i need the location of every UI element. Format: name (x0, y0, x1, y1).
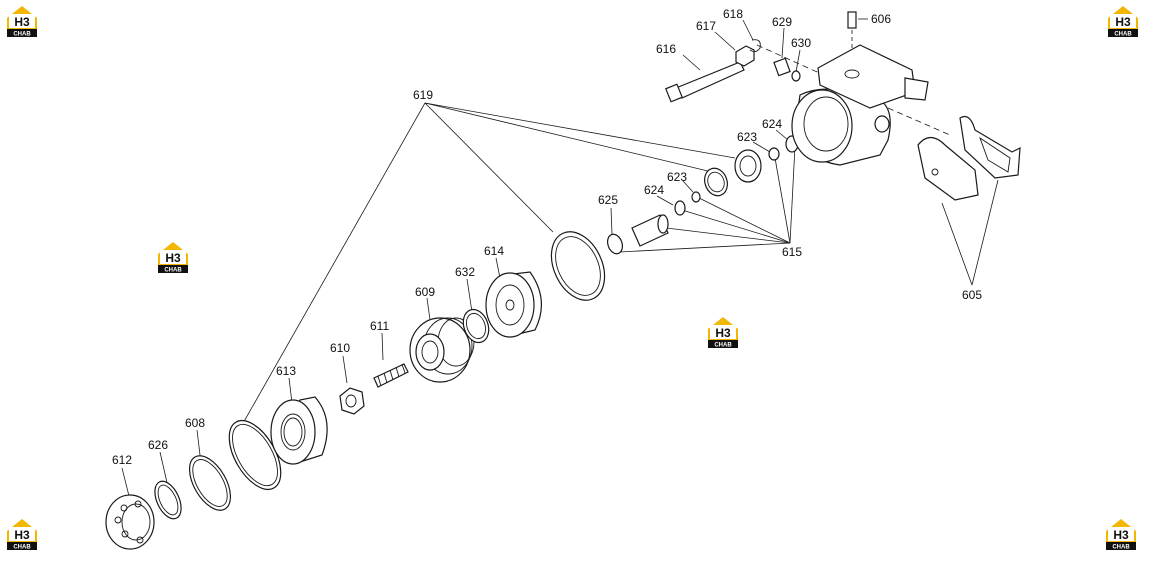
part-612-cap (105, 494, 155, 550)
part-611-spring (373, 363, 409, 388)
part-625-ring (606, 233, 624, 255)
watermark-text: CHAB (13, 545, 31, 551)
watermark-mark: H3 (165, 251, 181, 265)
part-632-ring (462, 308, 490, 344)
callout-613: 613 (276, 364, 296, 378)
part-caliper-housing (791, 44, 929, 166)
callout-609: 609 (415, 285, 435, 299)
part-623-ring-upper (768, 147, 780, 161)
callout-608: 608 (185, 416, 205, 430)
callout-625: 625 (598, 193, 618, 207)
part-618-cotter-pin (749, 39, 761, 53)
callout-629: 629 (772, 15, 792, 29)
callout-612: 612 (112, 453, 132, 467)
callout-614: 614 (484, 244, 504, 258)
callout-labels: 605 606 608 609 610 611 612 613 614 615 … (112, 7, 982, 467)
part-610-hex-nut (339, 387, 365, 415)
leader-lines (121, 18, 999, 501)
part-624-ring-lower (674, 200, 686, 216)
callout-632: 632 (455, 265, 475, 279)
part-609-grooved-piston (409, 317, 475, 383)
callout-616: 616 (656, 42, 676, 56)
part-614-piston (485, 271, 543, 338)
part-608-snap-ring (188, 455, 232, 511)
callout-610: 610 (330, 341, 350, 355)
watermark-mark: H3 (715, 326, 731, 340)
part-615-sleeve (631, 214, 669, 247)
watermark-text: CHAB (1112, 545, 1130, 551)
callout-623-lower: 623 (667, 170, 687, 184)
callout-605: 605 (962, 288, 982, 302)
part-605-brake-pads (917, 115, 1021, 201)
callout-618: 618 (723, 7, 743, 21)
callout-617: 617 (696, 19, 716, 33)
part-630-washer (791, 70, 801, 82)
callout-611: 611 (370, 319, 389, 333)
callout-624-upper: 624 (762, 117, 782, 131)
watermark-text: CHAB (714, 343, 732, 349)
part-626-ring (154, 480, 182, 520)
part-606-bleed-screw (847, 11, 857, 29)
part-629-plug (773, 57, 791, 77)
watermark-mark: H3 (1113, 528, 1129, 542)
watermark-mark: H3 (1115, 15, 1131, 29)
watermark-text: CHAB (164, 268, 182, 274)
watermark-mark: H3 (14, 528, 30, 542)
callout-626: 626 (148, 438, 168, 452)
part-bushing (734, 149, 762, 183)
part-617-castle-nut (735, 45, 755, 67)
callout-624-lower: 624 (644, 183, 664, 197)
part-619-o-ring-right (550, 231, 606, 301)
callout-615: 615 (782, 245, 802, 259)
watermark-text: CHAB (1114, 32, 1132, 38)
callout-623-upper: 623 (737, 130, 757, 144)
callout-630: 630 (791, 36, 811, 50)
part-616-bolt (665, 61, 745, 103)
part-619-seal-upper (704, 167, 728, 197)
watermark-text: CHAB (13, 32, 31, 38)
callout-606: 606 (871, 12, 891, 26)
watermark-mark: H3 (14, 15, 30, 29)
part-613-threaded-nut (270, 396, 328, 465)
part-623-ring-lower (691, 191, 701, 203)
callout-619: 619 (413, 88, 433, 102)
